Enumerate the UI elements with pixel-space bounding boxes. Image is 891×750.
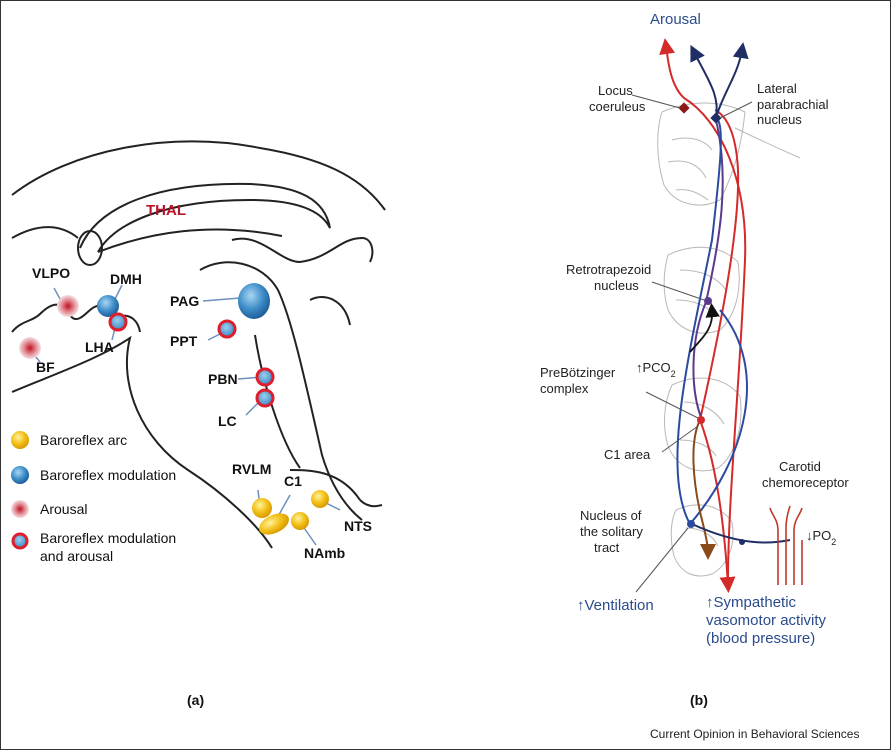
label-ventilation: ↑Ventilation: [577, 597, 654, 614]
panel-b-pointers: [631, 94, 753, 593]
label-vlpo: VLPO: [32, 265, 70, 281]
legend-swatch-baroreflex-modulation: [11, 466, 29, 484]
panel-a-brain-outline: [11, 140, 386, 549]
panel-a-labels: THAL VLPO DMH LHA BF PAG PPT PBN LC RVLM…: [32, 202, 372, 561]
pathway-rtn-descending: [692, 301, 707, 421]
namb-baroreflex-marker: [291, 512, 309, 530]
pathway-nts-rtn: [689, 309, 748, 525]
lc-mod-arousal-marker: [255, 388, 275, 408]
label-sympathetic-line2: vasomotor activity: [706, 612, 827, 629]
label-lha: LHA: [85, 339, 114, 355]
label-carotid-line2: chemoreceptor: [762, 475, 849, 490]
label-c1-area: C1 area: [604, 447, 651, 462]
pathway-ventilation: [692, 419, 716, 560]
bf-arousal-marker: [19, 337, 41, 359]
label-rtn-line2: nucleus: [594, 278, 639, 293]
label-dmh: DMH: [110, 271, 142, 287]
rtn-marker: [704, 297, 712, 305]
pathway-nts-ascending: [676, 119, 722, 525]
label-sympathetic-line3: (blood pressure): [706, 630, 815, 647]
ppt-mod-arousal-marker: [217, 319, 237, 339]
panel-a-legend: Baroreflex arc Baroreflex modulation Aro…: [11, 431, 176, 564]
label-prebotc-line2: complex: [540, 381, 589, 396]
label-rtn-line1: Retrotrapezoid: [566, 262, 651, 277]
pathway-pbn-arousal: [690, 44, 718, 119]
pco2-arrow: [689, 302, 720, 353]
label-pbn-line1: Lateral: [757, 81, 797, 96]
pathway-c1-descending: [699, 419, 736, 593]
pathway-c1-ascending: [699, 109, 740, 421]
label-locus-line2: coeruleus: [589, 99, 646, 114]
label-pbn-line3: nucleus: [757, 112, 802, 127]
label-nts-line1: Nucleus of: [580, 508, 642, 523]
label-carotid-line1: Carotid: [779, 459, 821, 474]
panel-b-section-sketches: [657, 102, 801, 577]
label-locus-line1: Locus: [598, 83, 633, 98]
nts-baroreflex-marker: [311, 490, 329, 508]
pathway-pbn-arousal-2: [715, 42, 749, 119]
lha-mod-arousal-marker: [108, 312, 128, 332]
label-nts-line2: the solitary: [580, 524, 643, 539]
label-nts-line3: tract: [594, 540, 620, 555]
label-pag: PAG: [170, 293, 199, 309]
legend-label-arousal: Arousal: [40, 501, 87, 517]
journal-credit: Current Opinion in Behavioral Sciences: [650, 727, 859, 741]
label-rvlm: RVLM: [232, 461, 271, 477]
pathway-carotid-afferent: [691, 523, 791, 544]
label-lc: LC: [218, 413, 237, 429]
label-prebotc-line1: PreBötzinger: [540, 365, 616, 380]
carotid-chemoreceptor-vessel: [739, 505, 803, 585]
rvlm-baroreflex-marker: [252, 498, 272, 518]
c1-baroreflex-marker: [259, 513, 289, 535]
label-nts: NTS: [344, 518, 372, 534]
label-bf: BF: [36, 359, 55, 375]
label-pbn-line2: parabrachial: [757, 97, 829, 112]
label-pco2: ↑PCO2: [636, 360, 676, 379]
label-po2: ↓PO2: [806, 528, 836, 547]
label-arousal: Arousal: [650, 11, 701, 28]
nts-marker: [687, 520, 695, 528]
label-pbn: PBN: [208, 371, 238, 387]
label-namb: NAmb: [304, 545, 345, 561]
label-ppt: PPT: [170, 333, 198, 349]
label-c1: C1: [284, 473, 302, 489]
label-sympathetic-line1: ↑Sympathetic: [706, 594, 797, 611]
legend-swatch-arousal: [11, 500, 29, 518]
panel-b-label: (b): [690, 692, 708, 708]
c1-marker: [697, 416, 705, 424]
legend-label-baroreflex-arc: Baroreflex arc: [40, 432, 127, 448]
panel-a-nuclei: [19, 283, 329, 535]
pag-modulation-marker: [238, 283, 270, 319]
panel-a-label: (a): [187, 692, 204, 708]
pathway-lc-arousal: [659, 38, 747, 581]
legend-swatch-mod-arousal: [11, 532, 29, 550]
dmh-modulation-marker: [97, 295, 119, 317]
legend-label-mod-arousal-line1: Baroreflex modulation: [40, 530, 176, 546]
panel-b-labels: Arousal Locus coeruleus Lateral parabrac…: [540, 11, 849, 647]
label-thal: THAL: [146, 202, 186, 219]
legend-label-mod-arousal-line2: and arousal: [40, 548, 113, 564]
legend-label-baroreflex-modulation: Baroreflex modulation: [40, 467, 176, 483]
panel-b-pathways: [659, 38, 791, 593]
pbn-mod-arousal-marker: [255, 367, 275, 387]
legend-swatch-baroreflex-arc: [11, 431, 29, 449]
vlpo-arousal-marker: [57, 295, 79, 317]
